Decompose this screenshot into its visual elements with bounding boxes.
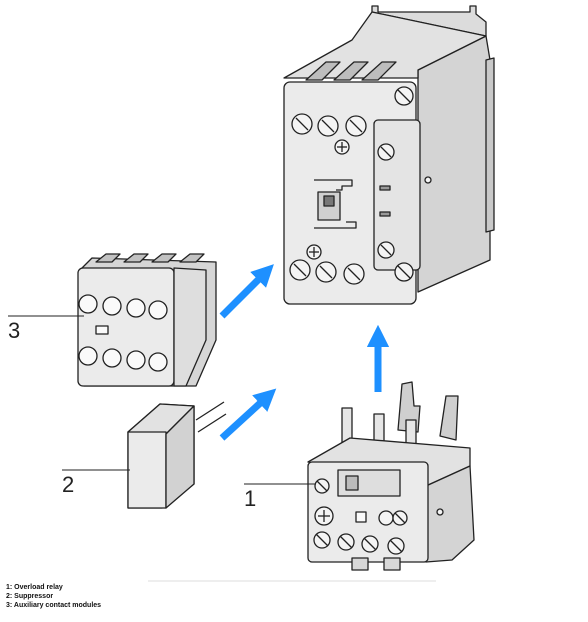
overload-relay: [307, 381, 475, 571]
legend-item-3: 3: Auxiliary contact modules: [6, 602, 102, 609]
callout-leaders: [8, 315, 316, 485]
callout-2: 2: [62, 472, 74, 497]
arrow-suppressor-to-contactor: [219, 388, 277, 441]
legend-item-2: 2: Suppressor: [6, 593, 54, 600]
arrow-aux-to-contactor: [219, 264, 274, 319]
legend: 1: Overload relay 2: Suppressor 3: Auxil…: [6, 583, 101, 610]
callout-1: 1: [244, 486, 256, 511]
contactor: [283, 5, 495, 305]
assembly-arrows: [219, 264, 390, 441]
callout-3: 3: [8, 318, 20, 343]
auxiliary-contact-module: [77, 253, 217, 387]
legend-item-1: 1: Overload relay: [6, 584, 63, 591]
suppressor: [127, 401, 227, 509]
